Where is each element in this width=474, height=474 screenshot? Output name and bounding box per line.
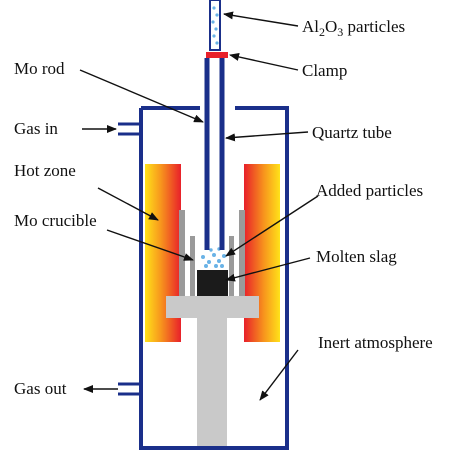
arrow-mo-rod: [79, 69, 204, 123]
arrow-mo-crucible: [106, 229, 194, 261]
arrow-clamp: [229, 53, 299, 71]
label-quartz-tube: Quartz tube: [312, 123, 392, 142]
label-added-particles: Added particles: [316, 181, 423, 200]
feed-tube: [209, 0, 221, 51]
label-clamp: Clamp: [302, 61, 347, 80]
pedestal-stem: [197, 316, 227, 446]
label-gas-out: Gas out: [14, 379, 67, 398]
feed-particles: [211, 6, 219, 45]
label-mo-rod: Mo rod: [14, 59, 65, 78]
crucible-wall-right: [239, 210, 245, 296]
clamp: [206, 52, 228, 58]
label-gas-in: Gas in: [14, 119, 58, 138]
pedestal-plate: [166, 296, 259, 318]
label-inert-atmosphere: Inert atmosphere: [318, 333, 433, 352]
label-molten-slag: Molten slag: [316, 247, 397, 266]
arrow-quartz-tube: [225, 131, 309, 142]
leader-arrows: [79, 11, 319, 401]
gas-in-port: [118, 122, 141, 136]
arrow-al2o3: [223, 11, 299, 27]
gas-out-port: [118, 382, 141, 396]
label-al2o3-particles: Al2O3 particles: [302, 17, 405, 39]
label-mo-crucible: Mo crucible: [14, 211, 97, 230]
added-particles-cluster: [201, 247, 226, 268]
arrow-molten-slag: [225, 257, 311, 282]
arrow-added-particles: [225, 195, 319, 257]
molten-slag: [197, 270, 228, 296]
crucible-wall-left: [179, 210, 185, 296]
crucible-inner-left: [190, 236, 195, 296]
crucible-inner-right: [229, 236, 234, 296]
arrow-hot-zone: [97, 187, 159, 221]
arrow-inert-atmosphere: [259, 349, 299, 401]
label-hot-zone: Hot zone: [14, 161, 76, 180]
